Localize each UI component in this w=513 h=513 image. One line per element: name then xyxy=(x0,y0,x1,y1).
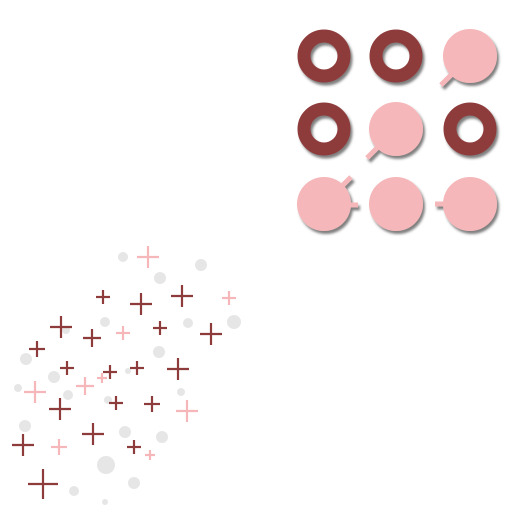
plus-mark xyxy=(12,434,34,456)
disc-icon xyxy=(439,29,497,87)
disc-icon xyxy=(297,175,358,231)
plus-mark xyxy=(116,326,130,340)
dot-mark xyxy=(119,426,131,438)
plus-mark xyxy=(50,316,72,338)
plus-mark xyxy=(200,323,222,345)
dot-mark xyxy=(125,368,131,374)
ring-icon xyxy=(297,29,351,83)
plus-mark xyxy=(109,396,123,410)
disc-icon xyxy=(369,177,423,231)
dot-mark xyxy=(69,486,79,496)
dot-mark xyxy=(100,317,110,327)
plus-mark xyxy=(176,400,198,422)
dot-mark xyxy=(102,499,108,505)
dot-mark xyxy=(20,353,32,365)
plus-field xyxy=(12,246,241,505)
dot-mark xyxy=(183,318,193,328)
plus-mark xyxy=(82,423,104,445)
plus-mark xyxy=(51,439,67,455)
ring-icon xyxy=(369,29,423,83)
plus-mark xyxy=(29,341,45,357)
ring-icon xyxy=(297,102,351,156)
plus-mark xyxy=(60,361,74,375)
plus-mark xyxy=(167,358,189,380)
plus-mark xyxy=(127,440,141,454)
plus-mark xyxy=(144,396,160,412)
dot-mark xyxy=(63,390,73,400)
plus-mark xyxy=(137,246,159,268)
plus-mark xyxy=(171,285,193,307)
dot-mark xyxy=(227,315,241,329)
plus-mark xyxy=(130,293,152,315)
plus-mark xyxy=(24,381,46,403)
dot-mark xyxy=(195,259,207,271)
dot-mark xyxy=(156,431,168,443)
disc-icon xyxy=(365,102,423,160)
plus-mark xyxy=(49,398,71,420)
ring-icon xyxy=(443,102,497,156)
plus-mark xyxy=(222,291,236,305)
dot-mark xyxy=(128,477,140,489)
dot-mark xyxy=(177,388,185,396)
plus-mark xyxy=(96,290,110,304)
icon-grid xyxy=(297,29,497,231)
plus-mark xyxy=(76,377,94,395)
plus-mark xyxy=(28,469,58,499)
plus-mark xyxy=(153,321,167,335)
plus-mark xyxy=(130,361,144,375)
dot-mark xyxy=(97,456,115,474)
dot-mark xyxy=(48,371,60,383)
plus-mark xyxy=(145,450,155,460)
disc-icon xyxy=(435,177,497,231)
dot-mark xyxy=(154,272,166,284)
dot-mark xyxy=(153,346,165,358)
dot-mark xyxy=(14,384,22,392)
dot-mark xyxy=(118,252,128,262)
dot-mark xyxy=(19,420,31,432)
plus-mark xyxy=(83,329,101,347)
plus-mark xyxy=(103,365,117,379)
plus-mark xyxy=(97,373,107,383)
